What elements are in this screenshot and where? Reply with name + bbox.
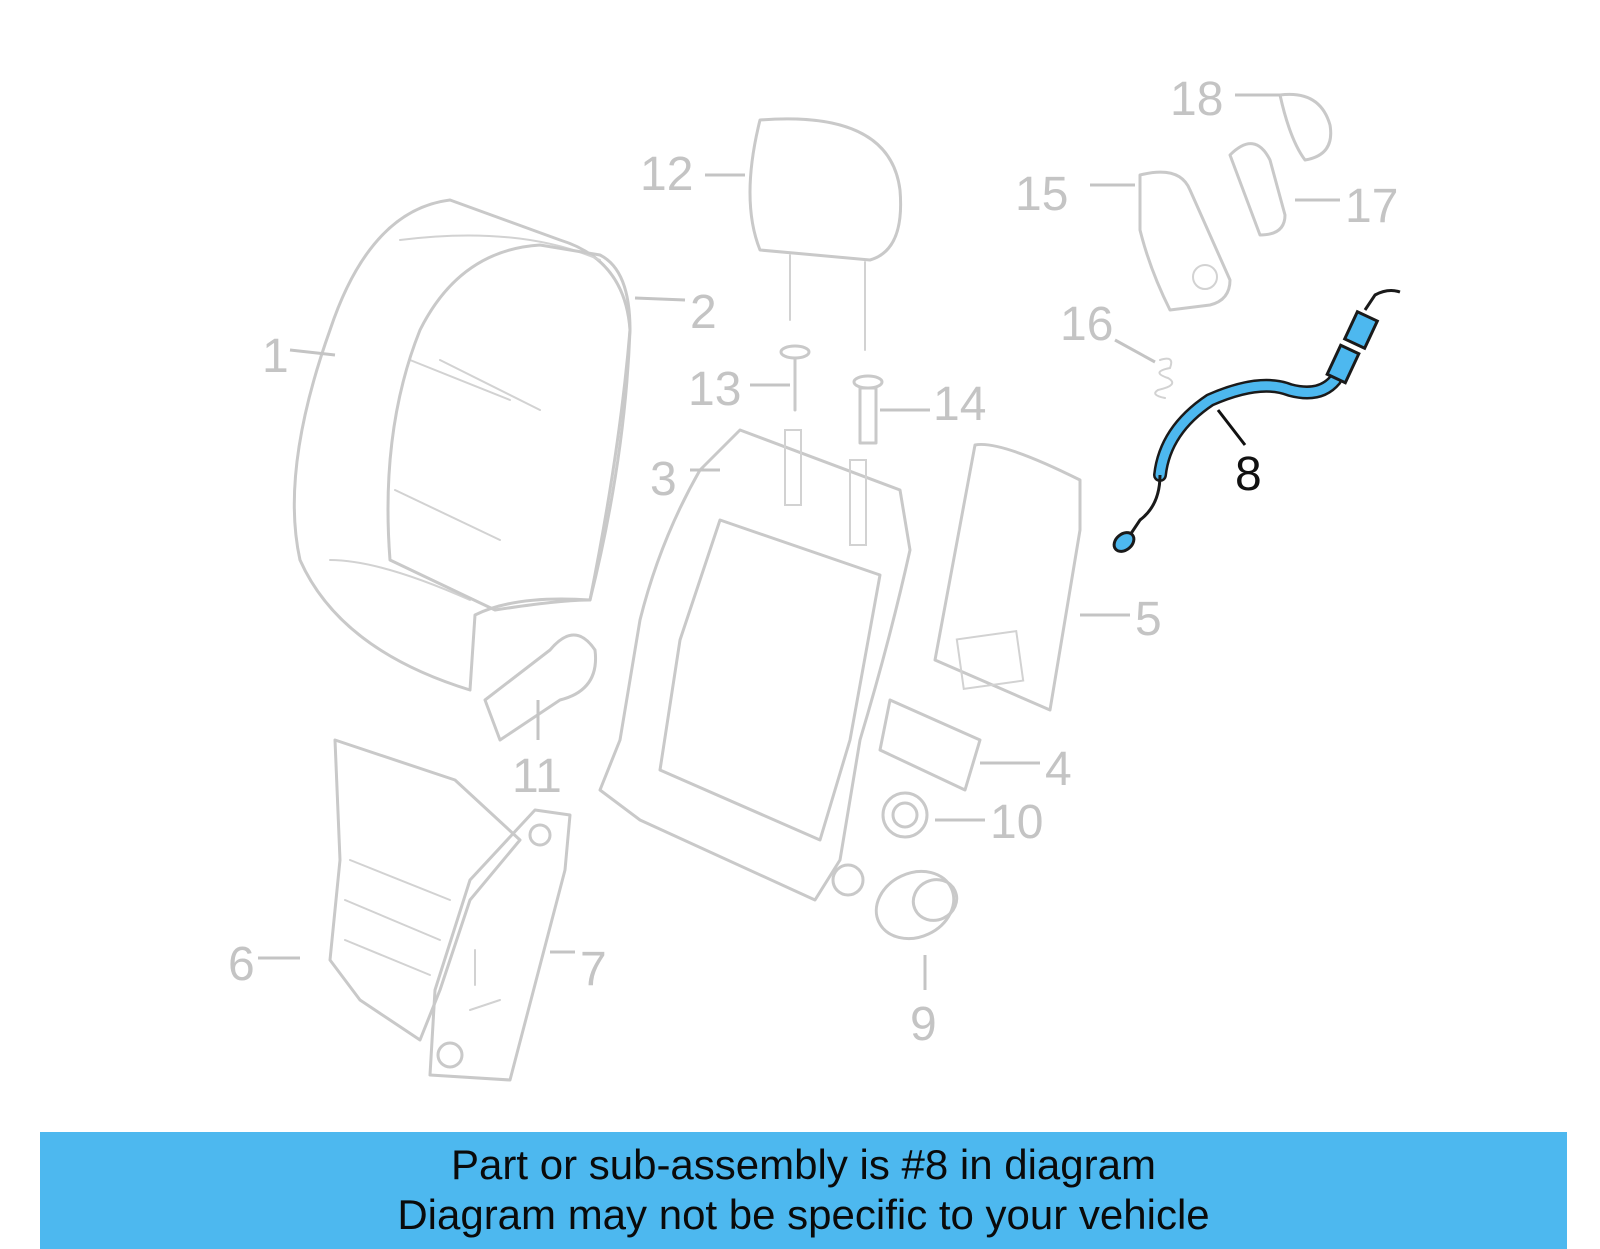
callout-12: 12: [640, 148, 693, 201]
part-6-lumbar-support: [328, 738, 522, 1042]
part-4-bracket: [878, 698, 982, 792]
callout-8[interactable]: 8: [1235, 448, 1262, 501]
banner-line-2: Diagram may not be specific to your vehi…: [397, 1191, 1210, 1238]
callout-18: 18: [1170, 73, 1223, 126]
part-2-seatback-cushion: [386, 243, 632, 612]
part-18-knob-cap: [1278, 92, 1333, 162]
callout-11: 11: [512, 750, 562, 803]
callout-4: 4: [1045, 743, 1072, 796]
callout-17: 17: [1345, 180, 1398, 233]
callout-6: 6: [228, 938, 255, 991]
callout-5: 5: [1135, 593, 1162, 646]
callout-15: 15: [1015, 168, 1068, 221]
part-15-switch-housing: [1138, 170, 1232, 312]
part-9-knob: [874, 869, 959, 941]
callout-2: 2: [690, 286, 717, 339]
part-3-seat-frame: [598, 428, 912, 902]
callout-arrows: [258, 93, 1340, 990]
part-7-side-plate: [428, 808, 572, 1082]
part-16-spring: [1154, 357, 1174, 399]
callout-14: 14: [933, 378, 986, 431]
part-12-headrest: [748, 117, 903, 351]
banner-line-1: Part or sub-assembly is #8 in diagram: [451, 1141, 1156, 1188]
part-17-cover: [1228, 142, 1287, 237]
part-11-lever: [483, 633, 598, 742]
part-10-gear: [881, 791, 929, 839]
callout-10: 10: [990, 796, 1043, 849]
callout-1: 1: [262, 330, 289, 383]
callout-9: 9: [910, 998, 937, 1051]
info-banner: Part or sub-assembly is #8 in diagram Di…: [40, 1132, 1567, 1249]
part-13-guide: [779, 344, 811, 412]
callout-7: 7: [580, 943, 607, 996]
part-14-guide: [852, 374, 884, 445]
callout-3: 3: [650, 453, 677, 506]
part-5-rear-panel: [933, 442, 1082, 712]
part-8-release-cable[interactable]: [1110, 289, 1401, 556]
callout-13: 13: [688, 363, 741, 416]
callout-16: 16: [1060, 298, 1113, 351]
